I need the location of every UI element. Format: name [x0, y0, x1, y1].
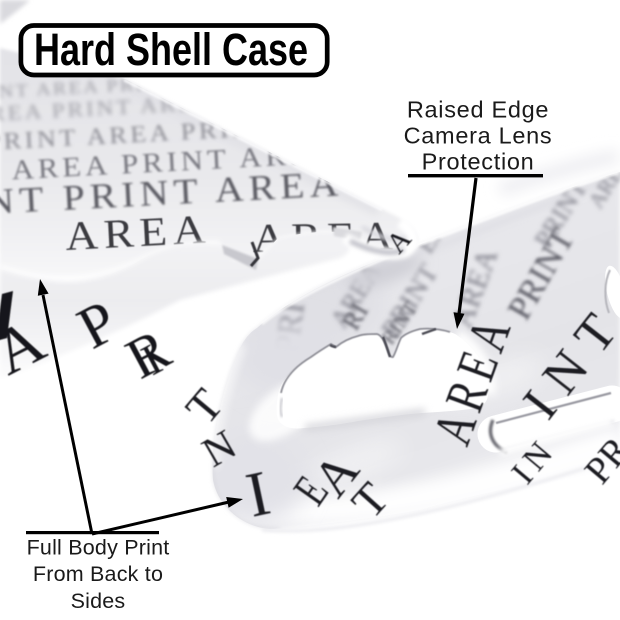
svg-text:From Back to: From Back to: [33, 562, 163, 586]
svg-text:Full Body Print: Full Body Print: [27, 536, 170, 560]
svg-text:Protection: Protection: [422, 149, 535, 175]
svg-text:Camera Lens: Camera Lens: [404, 123, 553, 149]
svg-text:Sides: Sides: [71, 589, 126, 613]
svg-text:Raised Edge: Raised Edge: [407, 97, 549, 123]
svg-text:Hard Shell Case: Hard Shell Case: [34, 24, 308, 75]
